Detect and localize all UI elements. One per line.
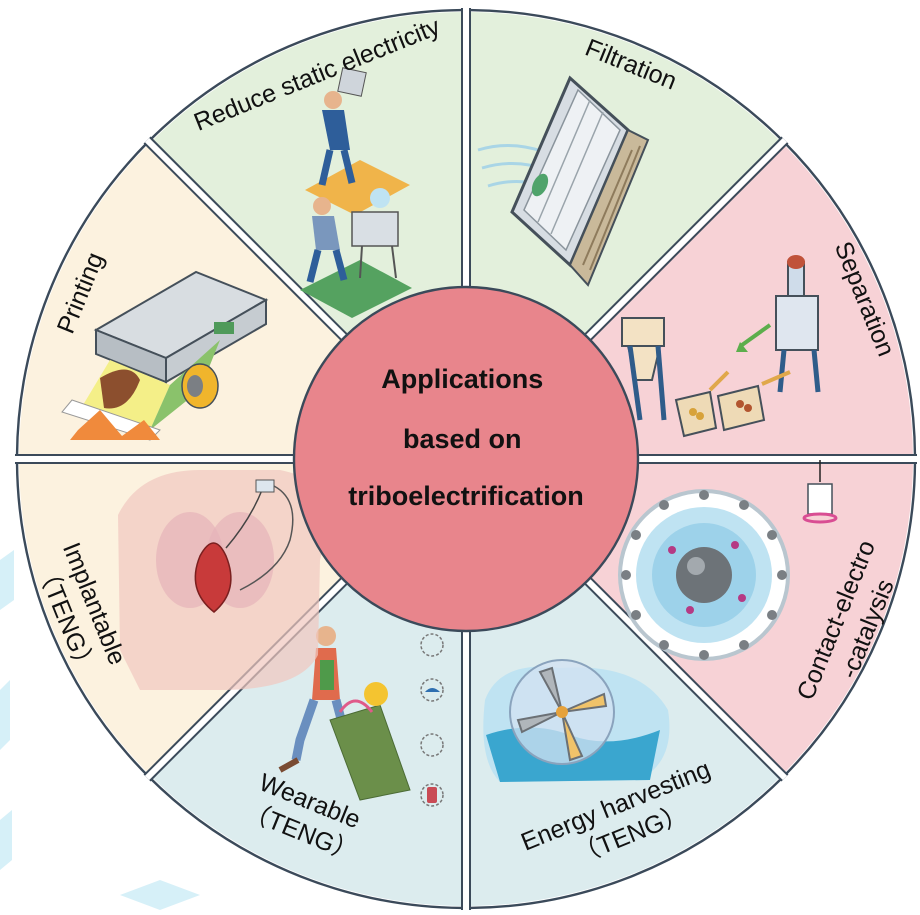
wearable-person-icon xyxy=(278,626,444,807)
segment-illustrations xyxy=(61,67,838,807)
wave-energy-sphere-icon xyxy=(483,659,670,782)
printer-icon xyxy=(61,270,269,441)
center-hub: Applications based on triboelectrificati… xyxy=(292,285,640,633)
air-filter-icon xyxy=(477,75,650,287)
static-worker-icon xyxy=(300,67,412,318)
implant-heart-icon xyxy=(118,470,330,690)
divider-gap xyxy=(585,137,788,340)
material-separator-icon xyxy=(621,255,821,438)
segment-separation xyxy=(587,142,913,459)
center-circle xyxy=(292,285,640,633)
catalysis-particle-icon xyxy=(618,460,838,661)
divider-gap xyxy=(585,578,788,781)
segment-wearable xyxy=(149,580,466,906)
segment-static xyxy=(149,12,466,338)
decorative-edge-marks xyxy=(0,550,200,910)
center-title: Applications based on triboelectrificati… xyxy=(348,364,584,511)
divider-gap xyxy=(144,137,347,340)
